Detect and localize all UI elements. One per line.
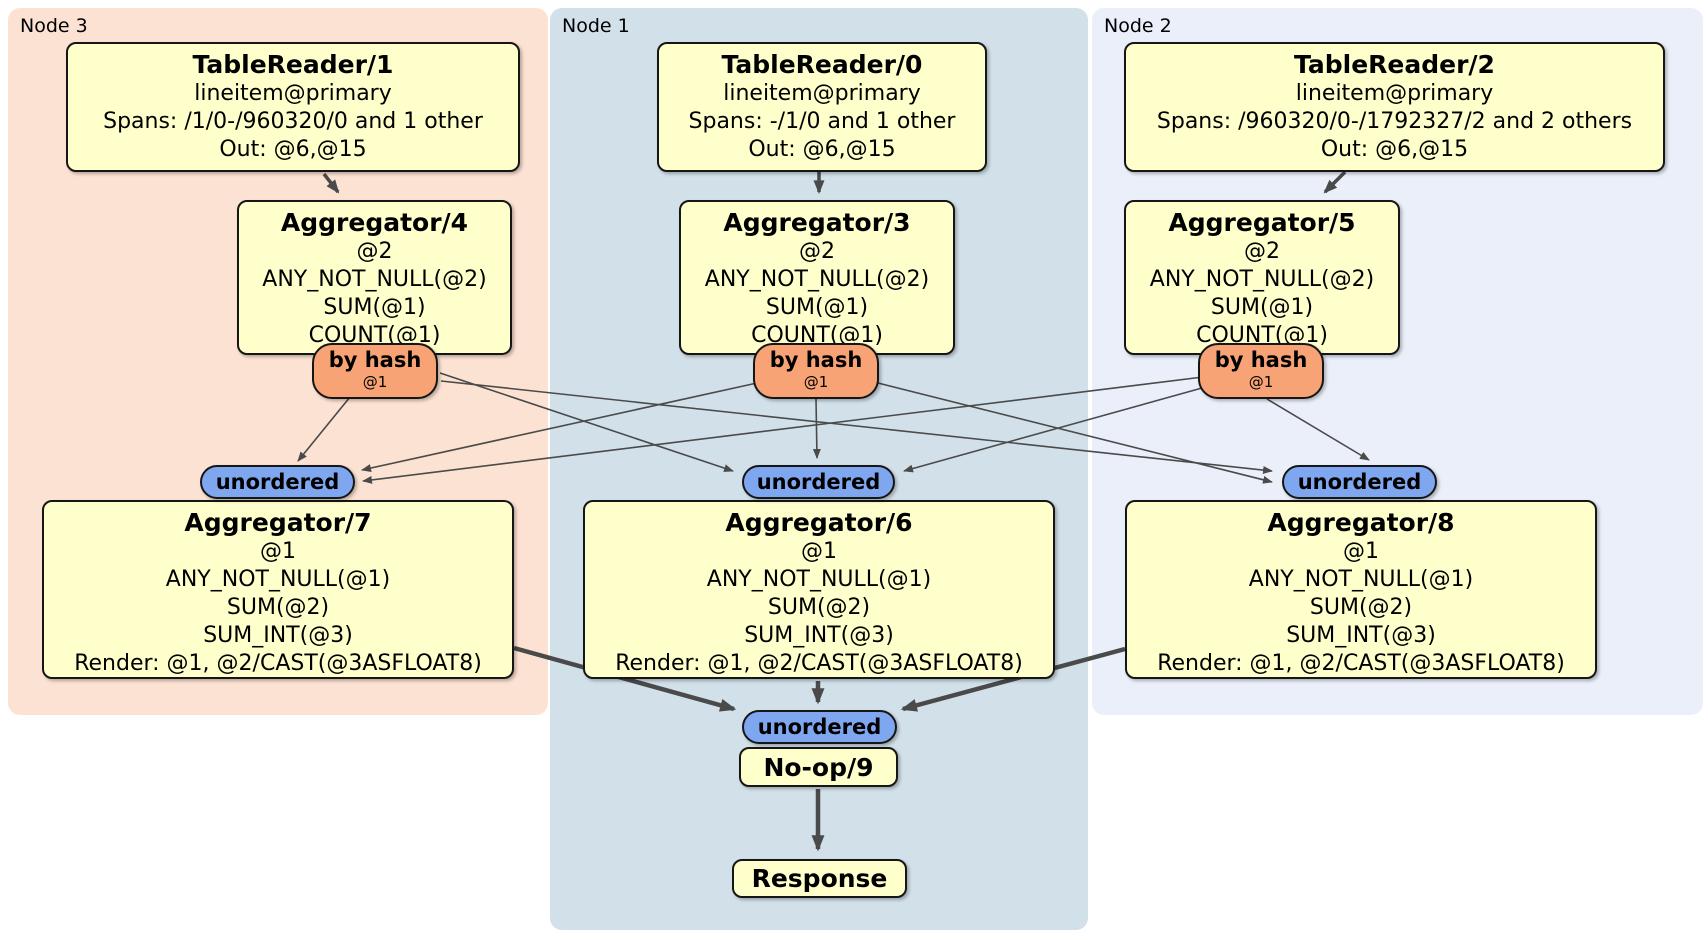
- box-line: ANY_NOT_NULL(@1): [165, 567, 391, 592]
- edge-hash3-un7: [361, 382, 758, 472]
- edge-hash4-un8: [440, 380, 1273, 475]
- box-title: Aggregator/7: [184, 508, 372, 537]
- aggregator-4-box: Aggregator/4 @2 ANY_NOT_NULL(@2) SUM(@1)…: [237, 200, 512, 355]
- box-line: SUM(@2): [226, 595, 330, 620]
- hash-router-node3: by hash @1: [312, 343, 438, 399]
- box-line: lineitem@primary: [194, 81, 392, 106]
- edge-hash5-un7: [362, 376, 1204, 484]
- hash-router-label: by hash: [328, 348, 422, 372]
- aggregator-6-box: Aggregator/6 @1 ANY_NOT_NULL(@1) SUM(@2)…: [583, 500, 1055, 679]
- sync-unordered-node1: unordered: [742, 465, 895, 499]
- edge-agg8-un9: [900, 646, 1126, 712]
- noop-9-box: No-op/9: [739, 747, 898, 787]
- hash-router-label: by hash: [769, 348, 863, 372]
- box-line: SUM_INT(@3): [744, 623, 894, 648]
- node1-label: Node 1: [562, 15, 630, 37]
- box-line: SUM_INT(@3): [1286, 623, 1436, 648]
- box-line: Out: @6,@15: [1320, 137, 1469, 162]
- box-line: @1: [801, 539, 837, 564]
- tablereader-1-box: TableReader/1 lineitem@primary Spans: /1…: [66, 42, 520, 172]
- hash-router-node2: by hash @1: [1198, 343, 1324, 399]
- tablereader-2-box: TableReader/2 lineitem@primary Spans: /9…: [1124, 42, 1665, 172]
- box-line: ANY_NOT_NULL(@1): [1248, 567, 1474, 592]
- box-line: Out: @6,@15: [219, 137, 367, 162]
- box-line: @2: [799, 239, 835, 264]
- box-title: TableReader/1: [192, 50, 394, 79]
- node3-label: Node 3: [20, 15, 88, 37]
- edge-hash5-un6: [903, 387, 1203, 473]
- box-line: Render: @1, @2/CAST(@3ASFLOAT8): [615, 651, 1023, 676]
- hash-router-arg: @1: [1248, 373, 1274, 391]
- response-box: Response: [732, 859, 907, 898]
- box-line: @2: [1244, 239, 1280, 264]
- box-line: SUM(@2): [1309, 595, 1413, 620]
- box-line: Spans: /960320/0-/1792327/2 and 2 others: [1156, 109, 1633, 134]
- aggregator-8-box: Aggregator/8 @1 ANY_NOT_NULL(@1) SUM(@2)…: [1125, 500, 1597, 679]
- box-title: Aggregator/6: [725, 508, 913, 537]
- box-title: Response: [751, 864, 888, 893]
- tablereader-0-box: TableReader/0 lineitem@primary Spans: -/…: [657, 42, 987, 172]
- box-line: Spans: /1/0-/960320/0 and 1 other: [103, 109, 483, 134]
- sync-unordered-final: unordered: [742, 710, 897, 744]
- edge-tr1-agg4: [322, 172, 340, 194]
- edge-hash3-un6: [812, 398, 821, 459]
- box-line: ANY_NOT_NULL(@1): [706, 567, 932, 592]
- aggregator-5-box: Aggregator/5 @2 ANY_NOT_NULL(@2) SUM(@1)…: [1124, 200, 1400, 355]
- edge-hash4-un7: [297, 396, 351, 462]
- box-title: Aggregator/4: [280, 208, 469, 237]
- box-line: @2: [356, 239, 393, 264]
- aggregator-3-box: Aggregator/3 @2 ANY_NOT_NULL(@2) SUM(@1)…: [679, 200, 955, 355]
- box-title: Aggregator/5: [1168, 208, 1356, 237]
- edge-hash4-un6: [439, 372, 734, 472]
- box-line: ANY_NOT_NULL(@2): [704, 267, 930, 292]
- hash-router-arg: @1: [362, 373, 388, 391]
- box-line: lineitem@primary: [1295, 81, 1494, 106]
- box-line: Spans: -/1/0 and 1 other: [688, 109, 956, 134]
- aggregator-7-box: Aggregator/7 @1 ANY_NOT_NULL(@1) SUM(@2)…: [42, 500, 514, 679]
- box-line: Render: @1, @2/CAST(@3ASFLOAT8): [74, 651, 482, 676]
- box-title: TableReader/2: [1294, 50, 1495, 79]
- box-line: @1: [260, 539, 296, 564]
- box-line: SUM(@1): [1210, 295, 1314, 320]
- box-title: Aggregator/3: [723, 208, 911, 237]
- edge-hash5-un8: [1266, 398, 1370, 461]
- box-line: SUM_INT(@3): [203, 623, 353, 648]
- box-line: ANY_NOT_NULL(@2): [262, 267, 487, 292]
- box-line: SUM(@1): [765, 295, 869, 320]
- sync-unordered-node2: unordered: [1282, 465, 1437, 499]
- box-line: ANY_NOT_NULL(@2): [1149, 267, 1375, 292]
- box-title: No-op/9: [763, 752, 874, 782]
- hash-router-arg: @1: [803, 373, 829, 391]
- box-title: Aggregator/8: [1267, 508, 1455, 537]
- box-line: SUM(@2): [767, 595, 871, 620]
- box-line: @1: [1343, 539, 1379, 564]
- box-title: TableReader/0: [721, 50, 923, 79]
- hash-router-node1: by hash @1: [753, 343, 879, 399]
- box-line: lineitem@primary: [723, 81, 921, 106]
- box-line: Render: @1, @2/CAST(@3ASFLOAT8): [1157, 651, 1565, 676]
- edge-tr2-agg5: [1323, 170, 1347, 194]
- sync-unordered-node3: unordered: [200, 465, 355, 499]
- node2-label: Node 2: [1104, 15, 1172, 37]
- box-line: SUM(@1): [323, 295, 426, 320]
- box-line: Out: @6,@15: [748, 137, 896, 162]
- hash-router-label: by hash: [1214, 348, 1308, 372]
- edge-hash3-un8: [877, 382, 1273, 484]
